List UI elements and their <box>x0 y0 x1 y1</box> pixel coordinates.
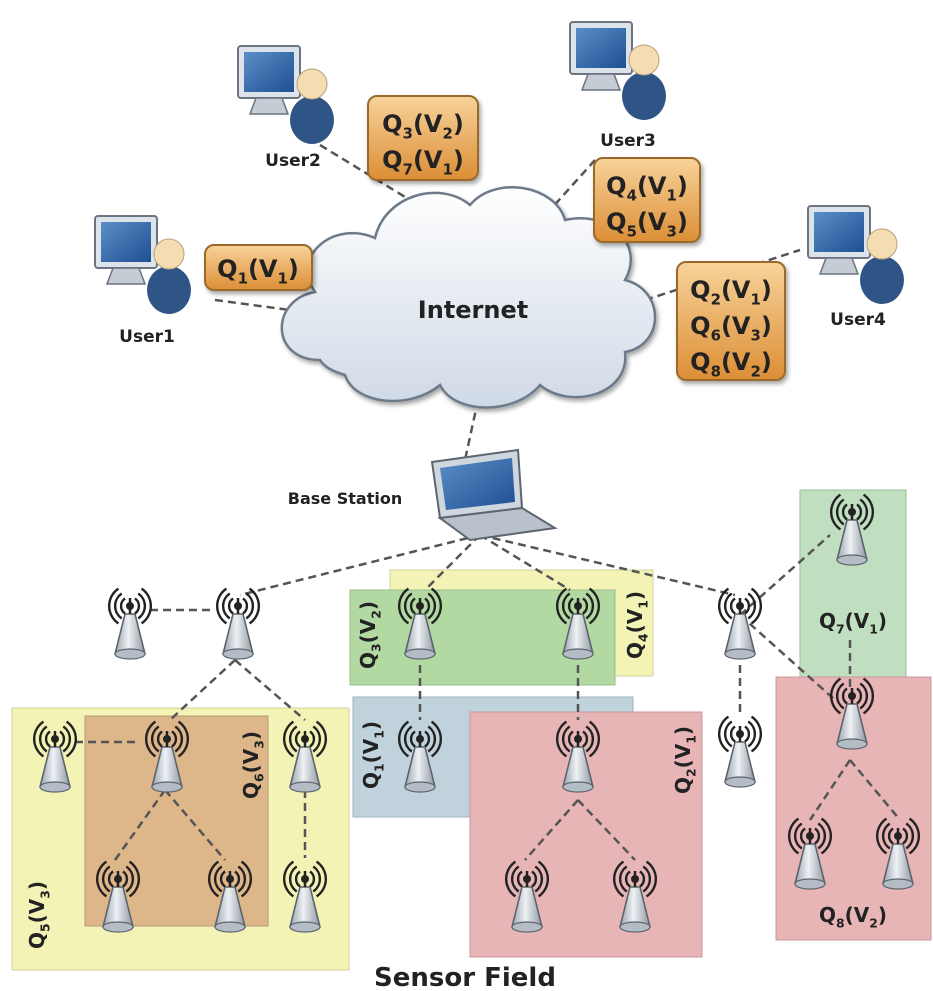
sensor-node-icon <box>283 720 327 793</box>
u4-query-3: Q8(V2) <box>690 348 772 381</box>
sensor-field-label: Sensor Field <box>374 963 556 991</box>
user1-query-box: Q1(V1) <box>204 244 313 291</box>
user2-query-box: Q3(V2)Q7(V1) <box>367 95 479 181</box>
user4-query-list: Q2(V1)Q6(V3)Q8(V2) <box>690 276 772 381</box>
user2-label: User2 <box>265 151 321 171</box>
u4-query-2: Q6(V3) <box>690 312 772 345</box>
internet-cloud <box>280 186 657 409</box>
sensor-node-icon <box>145 720 189 793</box>
region-label-q6: Q6(V3) <box>239 731 267 799</box>
sensor-nodes <box>33 493 920 933</box>
sensor-node-icon <box>788 817 832 890</box>
sensor-node-icon <box>718 715 762 788</box>
user1-query-list: Q1(V1) <box>217 255 299 288</box>
user2-computer-icon <box>237 45 334 144</box>
base-station-laptop-icon <box>430 448 558 542</box>
user3-computer-icon <box>569 21 666 120</box>
u3-query-2: Q5(V3) <box>606 208 688 241</box>
sensor-regions <box>11 489 932 971</box>
sensor-node-icon <box>876 817 920 890</box>
internet-label: Internet <box>418 296 528 324</box>
base-station-label: Base Station <box>288 489 402 508</box>
user4-computer-icon <box>807 205 904 304</box>
user4-query-box: Q2(V1)Q6(V3)Q8(V2) <box>676 261 786 381</box>
user4-label: User4 <box>830 310 886 330</box>
region-label-q1: Q1(V1) <box>359 721 387 789</box>
sensor-node-icon <box>398 587 442 660</box>
region-q2 <box>469 711 703 958</box>
sensor-node-icon <box>216 587 260 660</box>
sensor-node-icon <box>398 720 442 793</box>
user3-query-box: Q4(V1)Q5(V3) <box>593 157 701 243</box>
u3-query-1: Q4(V1) <box>606 172 688 205</box>
sensor-node-icon <box>108 587 152 660</box>
user2-query-list: Q3(V2)Q7(V1) <box>382 110 464 179</box>
sensor-node-icon <box>283 860 327 933</box>
sensor-node-icon <box>208 860 252 933</box>
region-query-labels: Q5(V3) Q6(V3) Q4(V1) Q3(V2) Q1(V1) Q2(V1) Q7(V… <box>25 591 887 949</box>
sensor-node-icon <box>718 587 762 660</box>
user1-label: User1 <box>119 327 175 347</box>
u4-query-1: Q2(V1) <box>690 276 772 309</box>
region-label-q5: Q5(V3) <box>25 881 53 949</box>
sensor-node-icon <box>613 860 657 933</box>
user3-label: User3 <box>600 131 656 151</box>
u1-query-1: Q1(V1) <box>217 255 299 288</box>
sensor-node-icon <box>830 493 874 566</box>
region-label-q3: Q3(V2) <box>356 601 384 669</box>
user3-query-list: Q4(V1)Q5(V3) <box>606 172 688 241</box>
region-label-q4: Q4(V1) <box>623 591 651 659</box>
sensor-node-icon <box>830 677 874 750</box>
sensor-node-icon <box>96 860 140 933</box>
sensor-node-icon <box>505 860 549 933</box>
sensor-node-icon <box>556 587 600 660</box>
u2-query-1: Q3(V2) <box>382 110 464 143</box>
u2-query-2: Q7(V1) <box>382 146 464 179</box>
region-label-q8: Q8(V2) <box>819 903 887 931</box>
user1-computer-icon <box>94 215 191 314</box>
sensor-node-icon <box>556 720 600 793</box>
sensor-node-icon <box>33 720 77 793</box>
region-label-q2: Q2(V1) <box>671 726 699 794</box>
region-label-q7: Q7(V1) <box>819 609 887 637</box>
